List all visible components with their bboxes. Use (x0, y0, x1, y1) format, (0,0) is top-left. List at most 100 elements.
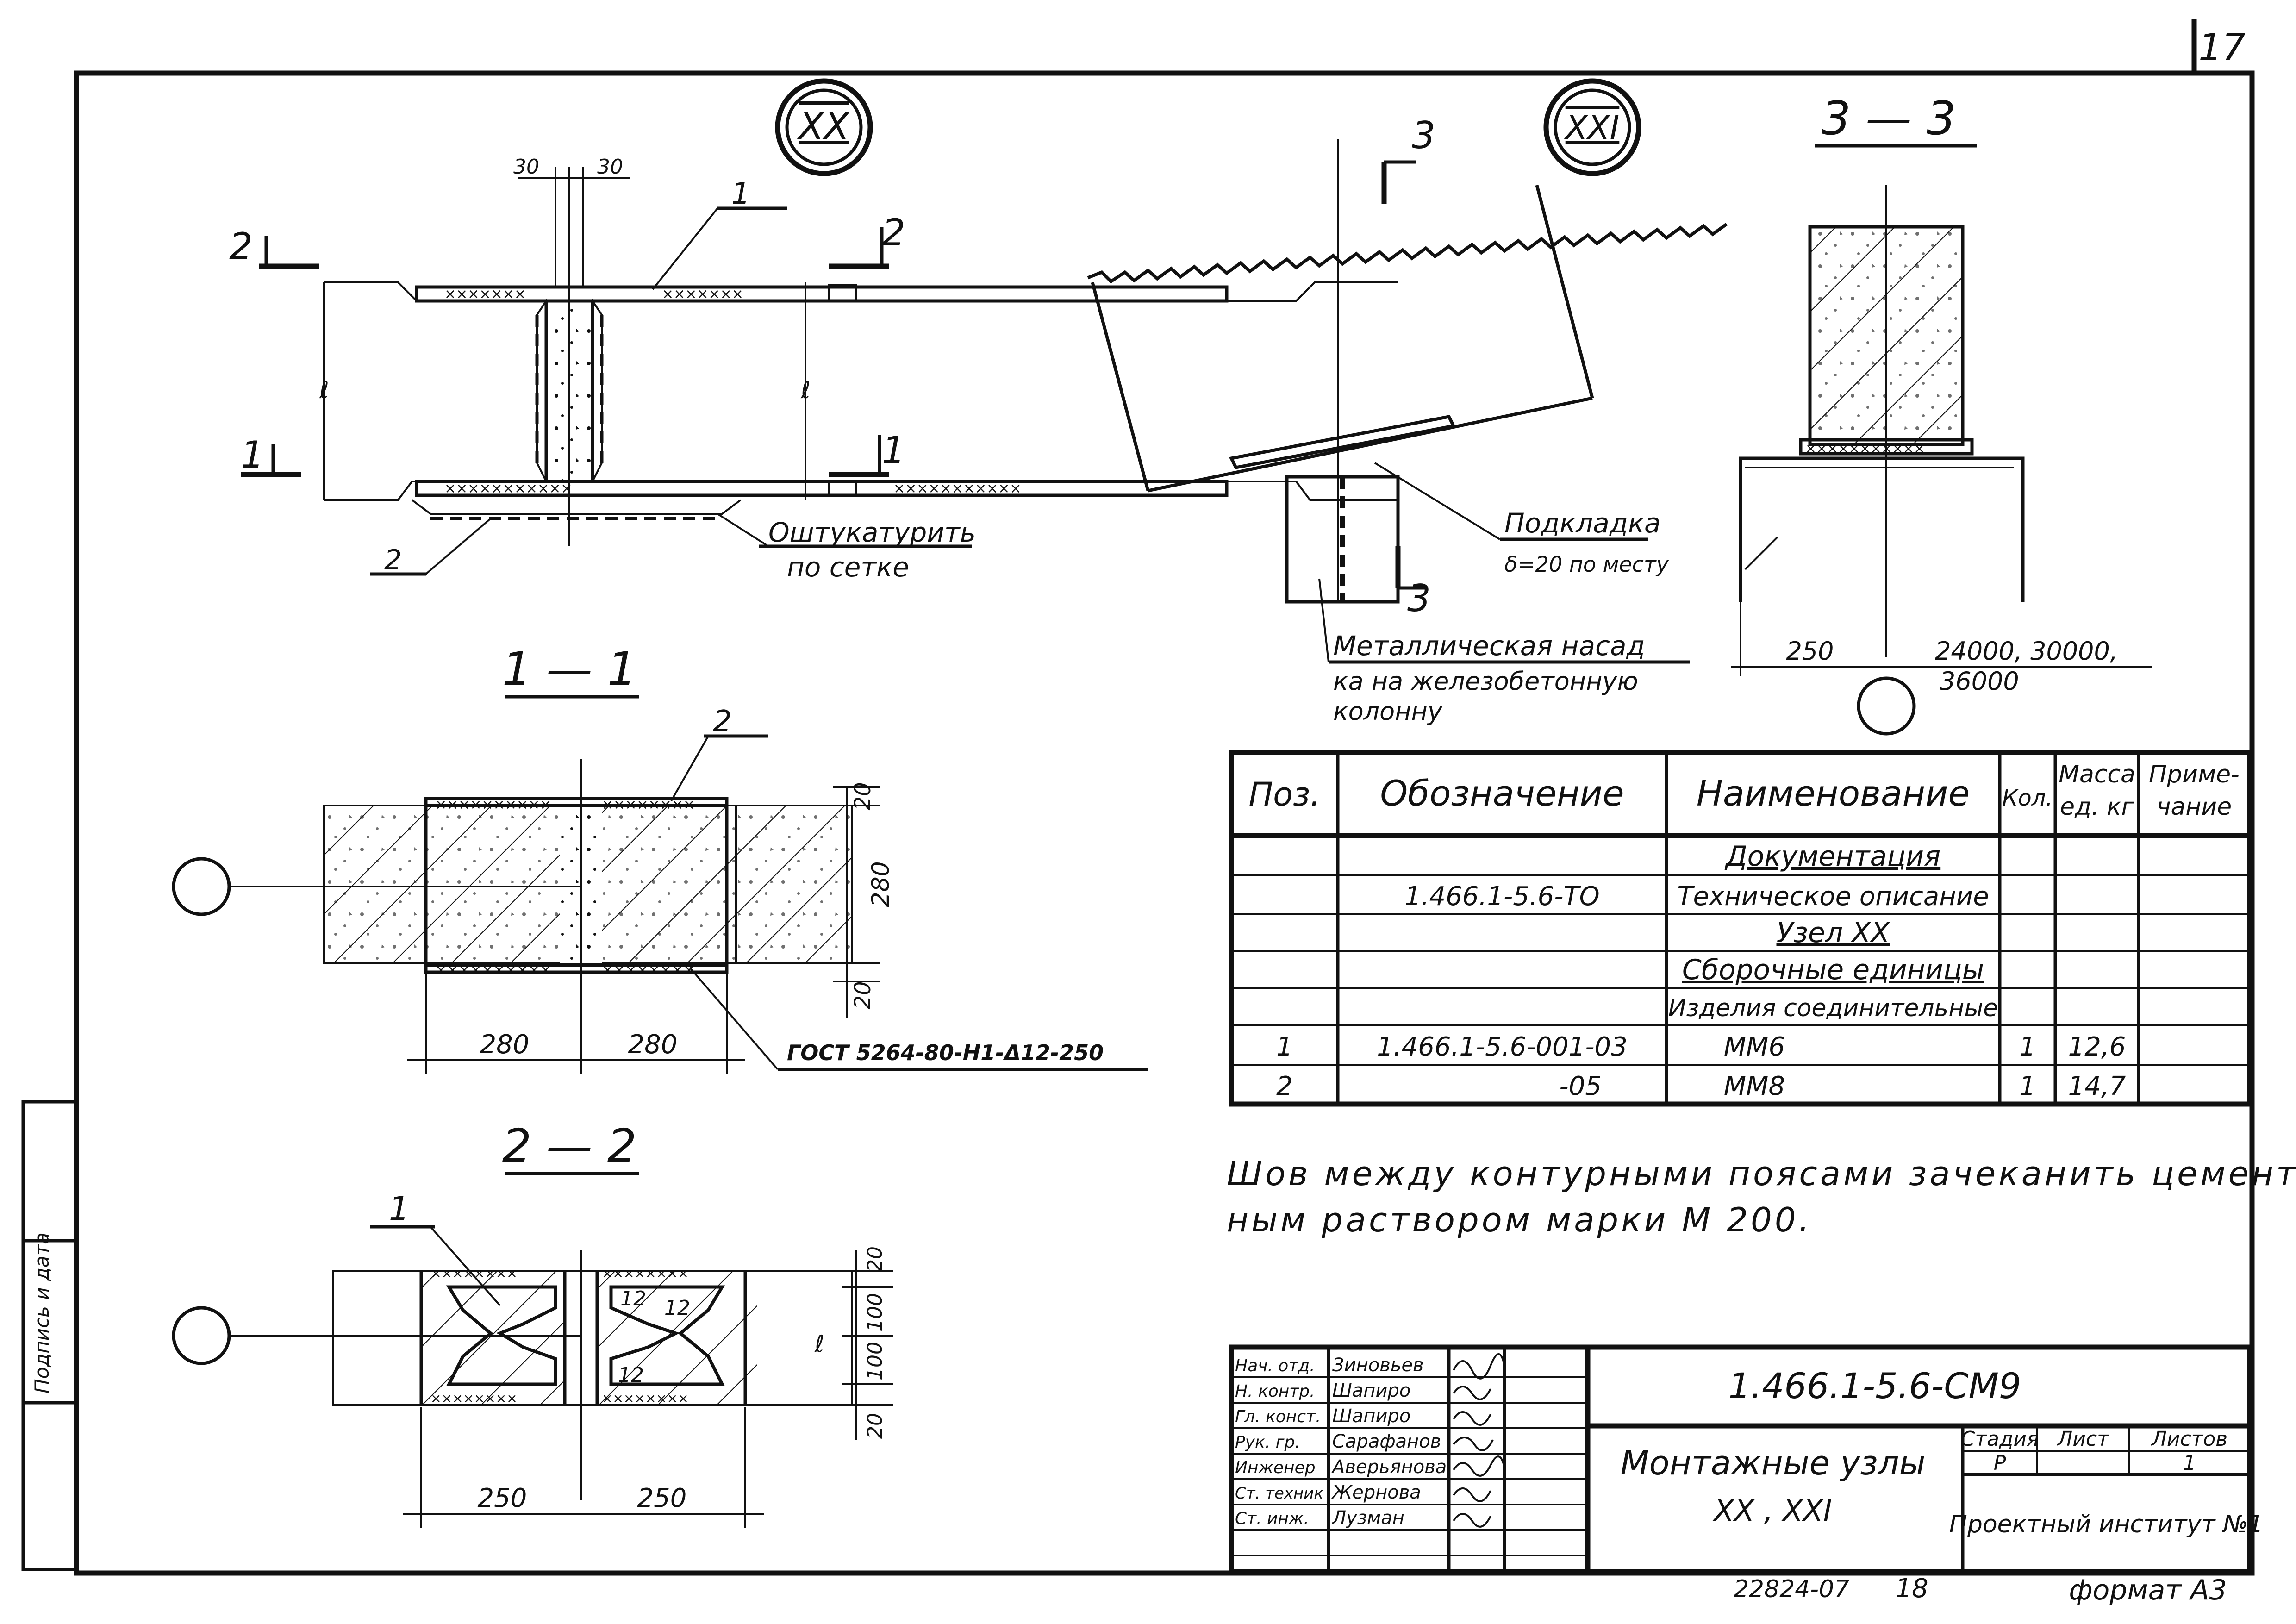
svg-text:ℓ: ℓ (814, 1330, 824, 1357)
row-pos: 1 (1276, 1032, 1293, 1062)
section-2-2-title: 2 — 2 (502, 1119, 637, 1173)
svg-text:××××××××: ×××××××× (430, 1266, 518, 1281)
section-2-2-dim-top: 20 (863, 1246, 887, 1272)
pad-note-1: Подкладка (1504, 507, 1661, 539)
staff-role: Ст. техник (1235, 1484, 1323, 1503)
section-2-2-dim-bottom: 20 (863, 1413, 887, 1439)
staff-name: Жернова (1331, 1482, 1421, 1503)
section-2-2-dim-mid-1: 100 (863, 1293, 887, 1332)
row-mass: 12,6 (2068, 1032, 2126, 1062)
row-designation: -05 (1560, 1071, 1602, 1101)
cut-1-left: 1 (241, 433, 264, 476)
svg-text:××××××××: ×××××××× (602, 962, 695, 978)
node-xx-pos-2: 2 (384, 544, 402, 576)
staff-role: Нач. отд. (1235, 1356, 1315, 1375)
section-3-3: 3 — 3 ××××××××××× 250 24000, 30000, 3600… (1731, 91, 2152, 736)
staff-name: Лузман (1331, 1507, 1404, 1529)
section-3-3-dim-offset: 250 (1786, 637, 1834, 666)
row-pos: 2 (1276, 1071, 1293, 1101)
header-designation: Обозначение (1380, 773, 1624, 814)
spec-table: Поз. Обозначение Наименование Кол. Масса… (1229, 750, 2252, 1107)
side-stamp-label: Подпись и дата (31, 1232, 53, 1393)
section-1-1-title: 1 — 1 (502, 642, 637, 696)
section-2-2-pos-1: 1 (389, 1190, 410, 1228)
section-1-1-dim-right: 280 (628, 1030, 678, 1060)
svg-text:××××××××××: ×××××××××× (435, 962, 551, 978)
cap-note-1: Металлическая насад (1333, 630, 1645, 662)
row-designation: 1.466.1-5.6-ТО (1404, 881, 1600, 912)
sheets-label: Листов (2151, 1427, 2227, 1451)
svg-text:×××××××××××: ××××××××××× (893, 481, 1022, 497)
svg-text:ℓ: ℓ (800, 377, 811, 404)
svg-text:×××××××××××: ××××××××××× (1805, 441, 1925, 456)
node-xx-label: XX (797, 105, 850, 148)
node-xxi-marker (1543, 78, 1641, 176)
doc-title-1: Монтажные узлы (1620, 1443, 1925, 1482)
note-line-2: ным раствором марки М 200. (1227, 1200, 1812, 1239)
node-xx-dim-left: 30 (513, 155, 539, 179)
svg-text:××××××××: ×××××××× (602, 1391, 689, 1406)
staff-role: Инженер (1235, 1458, 1316, 1477)
section-3-3-spans-1: 24000, 30000, (1935, 637, 2118, 666)
plaster-note-2: по сетке (787, 551, 909, 583)
row-name: ММ6 (1724, 1032, 1785, 1062)
header-qty: Кол. (2002, 785, 2053, 811)
node-xx-dim-right: 30 (597, 155, 623, 179)
weld-2: 12 (664, 1296, 690, 1320)
svg-text:××××××××: ×××××××× (430, 1391, 518, 1406)
row-qty: 1 (2019, 1071, 2036, 1101)
note-line-1: Шов между контурными поясами зачеканить … (1227, 1154, 2296, 1193)
staff-name: Сарафанов (1332, 1431, 1441, 1452)
row-qty: 1 (2019, 1032, 2036, 1062)
row-name: Документация (1724, 840, 1940, 873)
header-pos: Поз. (1249, 775, 1321, 813)
title-block: 1.466.1-5.6-СМ9 Монтажные узлы XX , XXI … (1229, 1344, 2264, 1574)
header-note-2: чание (2157, 793, 2232, 821)
section-1-1-dim-height: 280 (867, 861, 895, 907)
staff-name: Шапиро (1332, 1380, 1410, 1401)
section-1-1-pos-2: 2 (713, 705, 732, 739)
row-name: Узел XX (1776, 917, 1890, 949)
organization: Проектный институт №1 (1949, 1511, 2264, 1538)
section-1-1-dim-bottom: 20 (850, 981, 876, 1009)
svg-text:×××××××: ××××××× (662, 286, 743, 302)
svg-text:××××××××: ×××××××× (602, 797, 695, 813)
row-name: ММ8 (1724, 1071, 1785, 1101)
doc-code: 1.466.1-5.6-СМ9 (1728, 1365, 2021, 1406)
weld-3: 12 (618, 1363, 644, 1387)
section-1-1-dim-left: 280 (480, 1030, 530, 1060)
section-2-2-dim-right: 250 (637, 1483, 687, 1513)
staff-name: Шапиро (1332, 1405, 1410, 1427)
section-1-1: 1 — 1 ×××××××××× ×××××××× ×××××××××× ×××… (172, 642, 1148, 1074)
plaster-note-1: Оштукатурить (768, 517, 976, 548)
staff-role: Н. контр. (1235, 1382, 1315, 1401)
svg-text:××××××××××: ×××××××××× (435, 797, 551, 813)
svg-text:××××××××: ×××××××× (602, 1266, 689, 1281)
cut-2-left: 2 (229, 225, 253, 268)
svg-text:×××××××××××: ××××××××××× (444, 481, 573, 497)
sheet-label: Лист (2056, 1427, 2109, 1451)
row-name: Техническое описание (1677, 881, 1989, 912)
stage-label: Стадия (1961, 1427, 2039, 1451)
section-2-2-dim-mid-2: 100 (863, 1342, 887, 1380)
svg-text:×××××××: ××××××× (444, 286, 526, 302)
cap-note-2: ка на железобетонную (1333, 667, 1638, 696)
staff-role: Ст. инж. (1235, 1509, 1309, 1528)
cut-2-right: 2 (882, 211, 905, 254)
section-1-1-dim-top: 20 (850, 782, 876, 810)
header-name: Наименование (1697, 773, 1970, 814)
doc-title-2: XX , XXI (1712, 1494, 1832, 1528)
section-2-2-dim-left: 250 (478, 1483, 527, 1513)
node-xxi-label: XXI (1564, 109, 1620, 147)
pad-note-2: δ=20 по месту (1504, 552, 1669, 577)
row-name: Сборочные единицы (1682, 954, 1984, 986)
page-number: 17 (2198, 26, 2246, 69)
stage-value: Р (1994, 1451, 2006, 1475)
section-3-3-title: 3 — 3 (1822, 91, 1956, 145)
cut-1-right: 1 (882, 429, 905, 472)
staff-role: Рук. гр. (1235, 1433, 1300, 1452)
svg-text:ℓ: ℓ (319, 377, 329, 404)
row-name: Изделия соединительные (1668, 994, 1998, 1022)
cap-note-3: колонну (1333, 697, 1443, 726)
